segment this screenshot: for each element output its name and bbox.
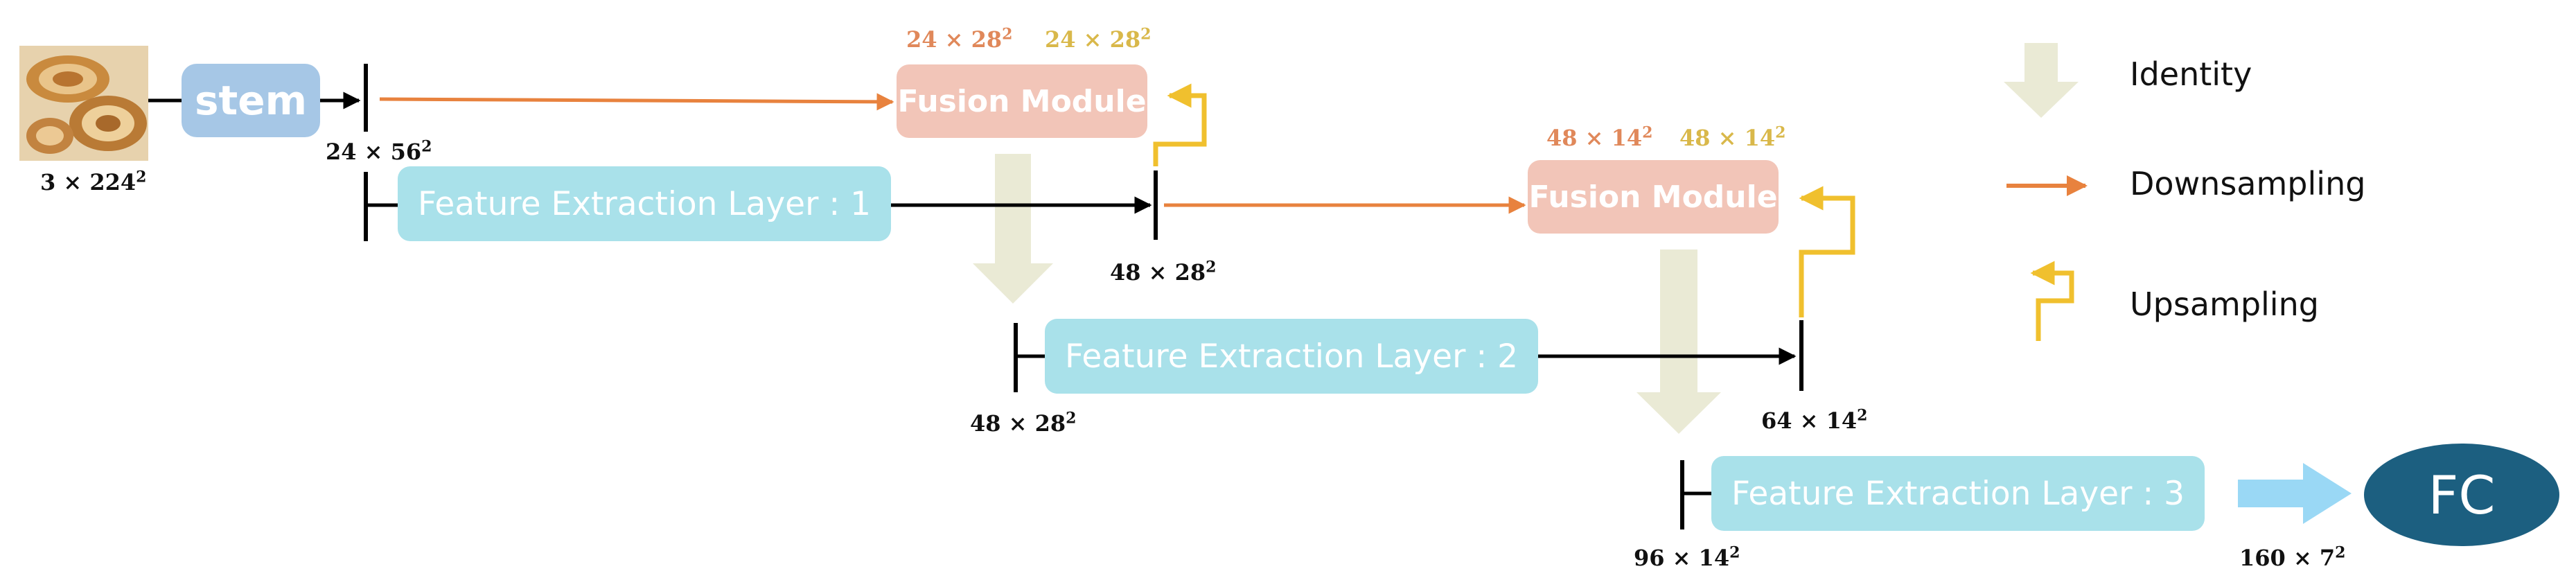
identity-arrow-2: [1637, 249, 1721, 434]
stem-block: stem: [182, 64, 320, 137]
dim-after-layer1: 48 × 282: [1110, 258, 1217, 286]
input-image: [19, 46, 148, 161]
fc-arrow: [2238, 463, 2352, 524]
dim-fm1-input-right: 24 × 282: [1045, 25, 1152, 53]
feature-extraction-layer-2: Feature Extraction Layer : 2: [1045, 319, 1538, 394]
legend-identity-arrow: [2004, 43, 2079, 118]
dim-after-layer2: 64 × 142: [1761, 406, 1868, 434]
fusion-module-2: Fusion Module: [1528, 160, 1779, 234]
fusion-module-1: Fusion Module: [897, 64, 1147, 138]
dim-after-stem: 24 × 562: [326, 137, 432, 165]
identity-arrow-1: [973, 154, 1053, 304]
legend-downsampling-label: Downsampling: [2130, 165, 2366, 202]
dim-fm2-input-left: 48 × 142: [1546, 123, 1653, 151]
feature-extraction-layer-3: Feature Extraction Layer : 3: [1711, 456, 2205, 531]
downsample-arrow-1: [379, 93, 894, 111]
upsample-arrow-2: [1799, 186, 1855, 317]
legend-upsampling-label: Upsampling: [2130, 286, 2319, 323]
legend-upsampling-arrow: [2030, 261, 2074, 341]
dim-input: 3 × 2242: [40, 168, 147, 195]
dim-fm1-input-left: 24 × 282: [906, 25, 1013, 53]
fc-block: FC: [2364, 444, 2559, 546]
dim-before-layer3: 96 × 142: [1634, 543, 1740, 571]
dim-output: 160 × 72: [2239, 543, 2346, 571]
dim-before-layer2: 48 × 282: [970, 409, 1077, 437]
dim-fm2-input-right: 48 × 142: [1679, 123, 1786, 151]
upsample-arrow-1: [1153, 83, 1207, 166]
feature-extraction-layer-1: Feature Extraction Layer : 1: [398, 166, 891, 241]
legend-identity-label: Identity: [2130, 55, 2252, 93]
